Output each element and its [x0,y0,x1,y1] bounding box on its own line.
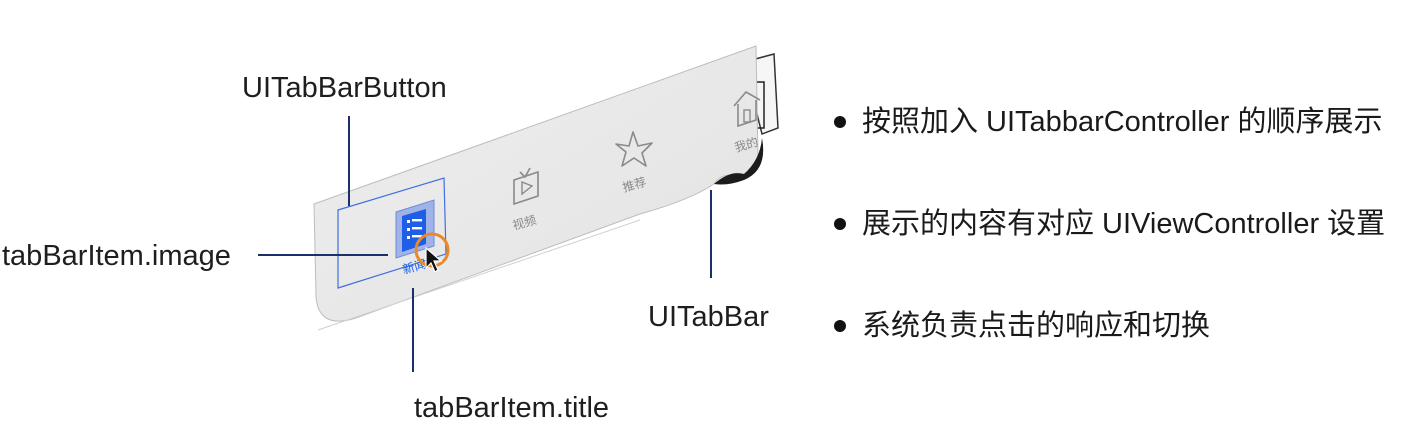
bullet-item: 系统负责点击的响应和切换 [832,304,1385,406]
bullet-item: 展示的内容有对应 UIViewController 设置 [832,202,1385,304]
callout-item-image: tabBarItem.image [2,240,231,272]
bullet-dot-icon [834,116,846,128]
bullet-dot-icon [834,218,846,230]
bullet-list: 按照加入 UITabbarController 的顺序展示 展示的内容有对应 U… [832,100,1385,406]
bullet-dot-icon [834,320,846,332]
callout-tab-bar: UITabBar [648,301,769,333]
bullet-text: 展示的内容有对应 UIViewController 设置 [862,208,1385,240]
bullet-text: 系统负责点击的响应和切换 [862,310,1210,342]
callout-item-title: tabBarItem.title [414,392,609,424]
bullet-item: 按照加入 UITabbarController 的顺序展示 [832,100,1385,202]
bullet-text: 按照加入 UITabbarController 的顺序展示 [862,106,1383,138]
callout-tab-bar-button: UITabBarButton [242,72,447,104]
